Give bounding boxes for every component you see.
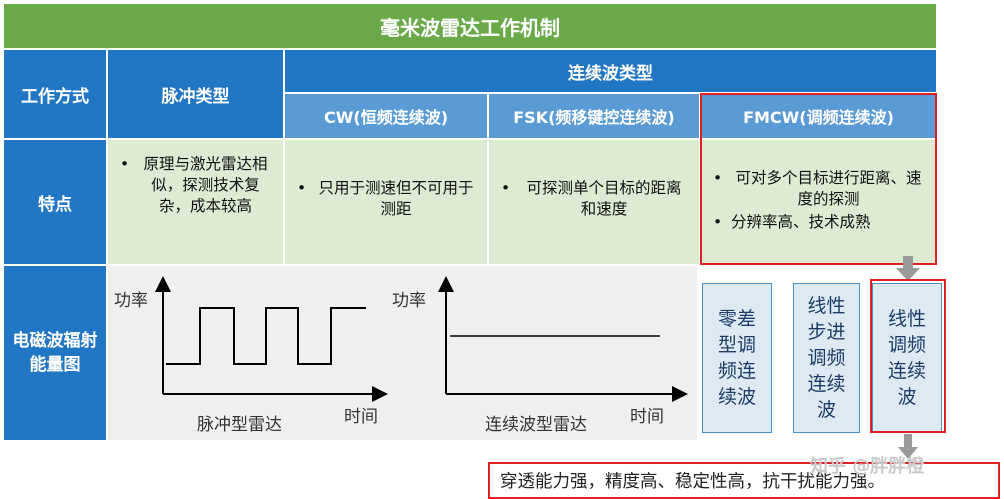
fmcw-mode-text: 线性步进调频连续波 xyxy=(807,295,846,421)
conclusion-box: 穿透能力强，精度高、稳定性高，抗干扰能力强。 xyxy=(488,462,1000,499)
pulse-ylabel: 功率 xyxy=(114,291,148,311)
continuous-waveform-plot xyxy=(438,276,688,402)
subheader-fmcw-label: FMCW(调频连续波) xyxy=(743,108,894,127)
subheader-fsk: FSK(频移键控连续波) xyxy=(489,94,699,138)
header-pulse-label: 脉冲类型 xyxy=(161,86,230,107)
down-arrow-icon xyxy=(896,256,920,281)
feature-bullet: • 可对多个目标进行距离、速度的探测 xyxy=(713,168,926,210)
header-work-mode-label: 工作方式 xyxy=(21,86,89,107)
bullet-dot: • xyxy=(297,179,307,197)
diagram-title: 毫米波雷达工作机制 xyxy=(4,4,936,48)
cw-caption: 连续波型雷达 xyxy=(485,415,587,435)
fmcw-mode-linear-step: 线性步进调频连续波 xyxy=(793,283,860,433)
feature-bullet: • 只用于测速但不可用于测距 xyxy=(297,178,477,220)
pulse-waveform-line xyxy=(166,307,366,365)
feature-text: 可对多个目标进行距离、速度的探测 xyxy=(735,169,922,208)
feature-text: 原理与激光雷达相似，探测技术复杂，成本较高 xyxy=(143,155,268,215)
feature-cell-fmcw: • 可对多个目标进行距离、速度的探测 • 分辨率高、技术成熟 xyxy=(701,140,936,264)
subheader-fsk-label: FSK(频移键控连续波) xyxy=(513,108,675,127)
header-continuous-label: 连续波类型 xyxy=(568,63,653,84)
header-continuous-type: 连续波类型 xyxy=(285,50,936,92)
fmcw-mode-text: 线性调频连续波 xyxy=(887,308,926,408)
cw-xlabel: 时间 xyxy=(630,407,664,427)
feature-text: 分辨率高、技术成熟 xyxy=(731,213,871,231)
row-label-energy: 电磁波辐射能量图 xyxy=(4,266,106,440)
feature-bullet: • 原理与激光雷达相似，探测技术复杂，成本较高 xyxy=(120,154,273,217)
feature-cell-cw: • 只用于测速但不可用于测距 xyxy=(285,140,487,264)
pulse-caption: 脉冲型雷达 xyxy=(197,415,282,435)
linear-fmcw-highlight-frame xyxy=(870,279,946,433)
feature-bullet: • 可探测单个目标的距离和速度 xyxy=(501,178,689,220)
header-work-mode: 工作方式 xyxy=(4,50,106,138)
feature-cell-pulse: • 原理与激光雷达相似，探测技术复杂，成本较高 xyxy=(108,140,283,264)
down-arrow-icon xyxy=(898,434,918,459)
row-label-energy-text: 电磁波辐射能量图 xyxy=(12,331,98,375)
title-text: 毫米波雷达工作机制 xyxy=(380,15,560,40)
fmcw-mode-homodyne: 零差型调频连续波 xyxy=(702,283,772,433)
feature-cell-fsk: • 可探测单个目标的距离和速度 xyxy=(489,140,699,264)
subheader-cw-label: CW(恒频连续波) xyxy=(323,108,449,127)
cw-ylabel: 功率 xyxy=(392,291,426,311)
watermark: 知乎 @胖胖橙 xyxy=(810,456,925,477)
bullet-dot: • xyxy=(713,169,723,187)
row-label-features: 特点 xyxy=(4,140,106,264)
feature-text: 只用于测速但不可用于测距 xyxy=(318,179,474,218)
subheader-fmcw: FMCW(调频连续波) xyxy=(701,94,936,138)
conclusion-text: 穿透能力强，精度高、稳定性高，抗干扰能力强。 xyxy=(500,472,885,492)
bullet-dot: • xyxy=(501,179,511,197)
feature-text: 可探测单个目标的距离和速度 xyxy=(526,179,682,218)
pulse-xlabel: 时间 xyxy=(344,407,378,427)
energy-plot-area xyxy=(108,266,697,440)
fmcw-highlight-frame xyxy=(700,93,937,265)
bullet-dot: • xyxy=(713,213,723,231)
fmcw-mode-text: 零差型调频连续波 xyxy=(717,308,756,408)
bullet-dot: • xyxy=(120,155,130,173)
fmcw-mode-linear: 线性调频连续波 xyxy=(872,283,942,433)
subheader-cw: CW(恒频连续波) xyxy=(285,94,487,138)
header-pulse-type: 脉冲类型 xyxy=(108,50,283,138)
pulse-waveform-plot xyxy=(155,276,388,402)
feature-bullet: • 分辨率高、技术成熟 xyxy=(713,212,926,233)
row-label-features-text: 特点 xyxy=(38,194,72,215)
